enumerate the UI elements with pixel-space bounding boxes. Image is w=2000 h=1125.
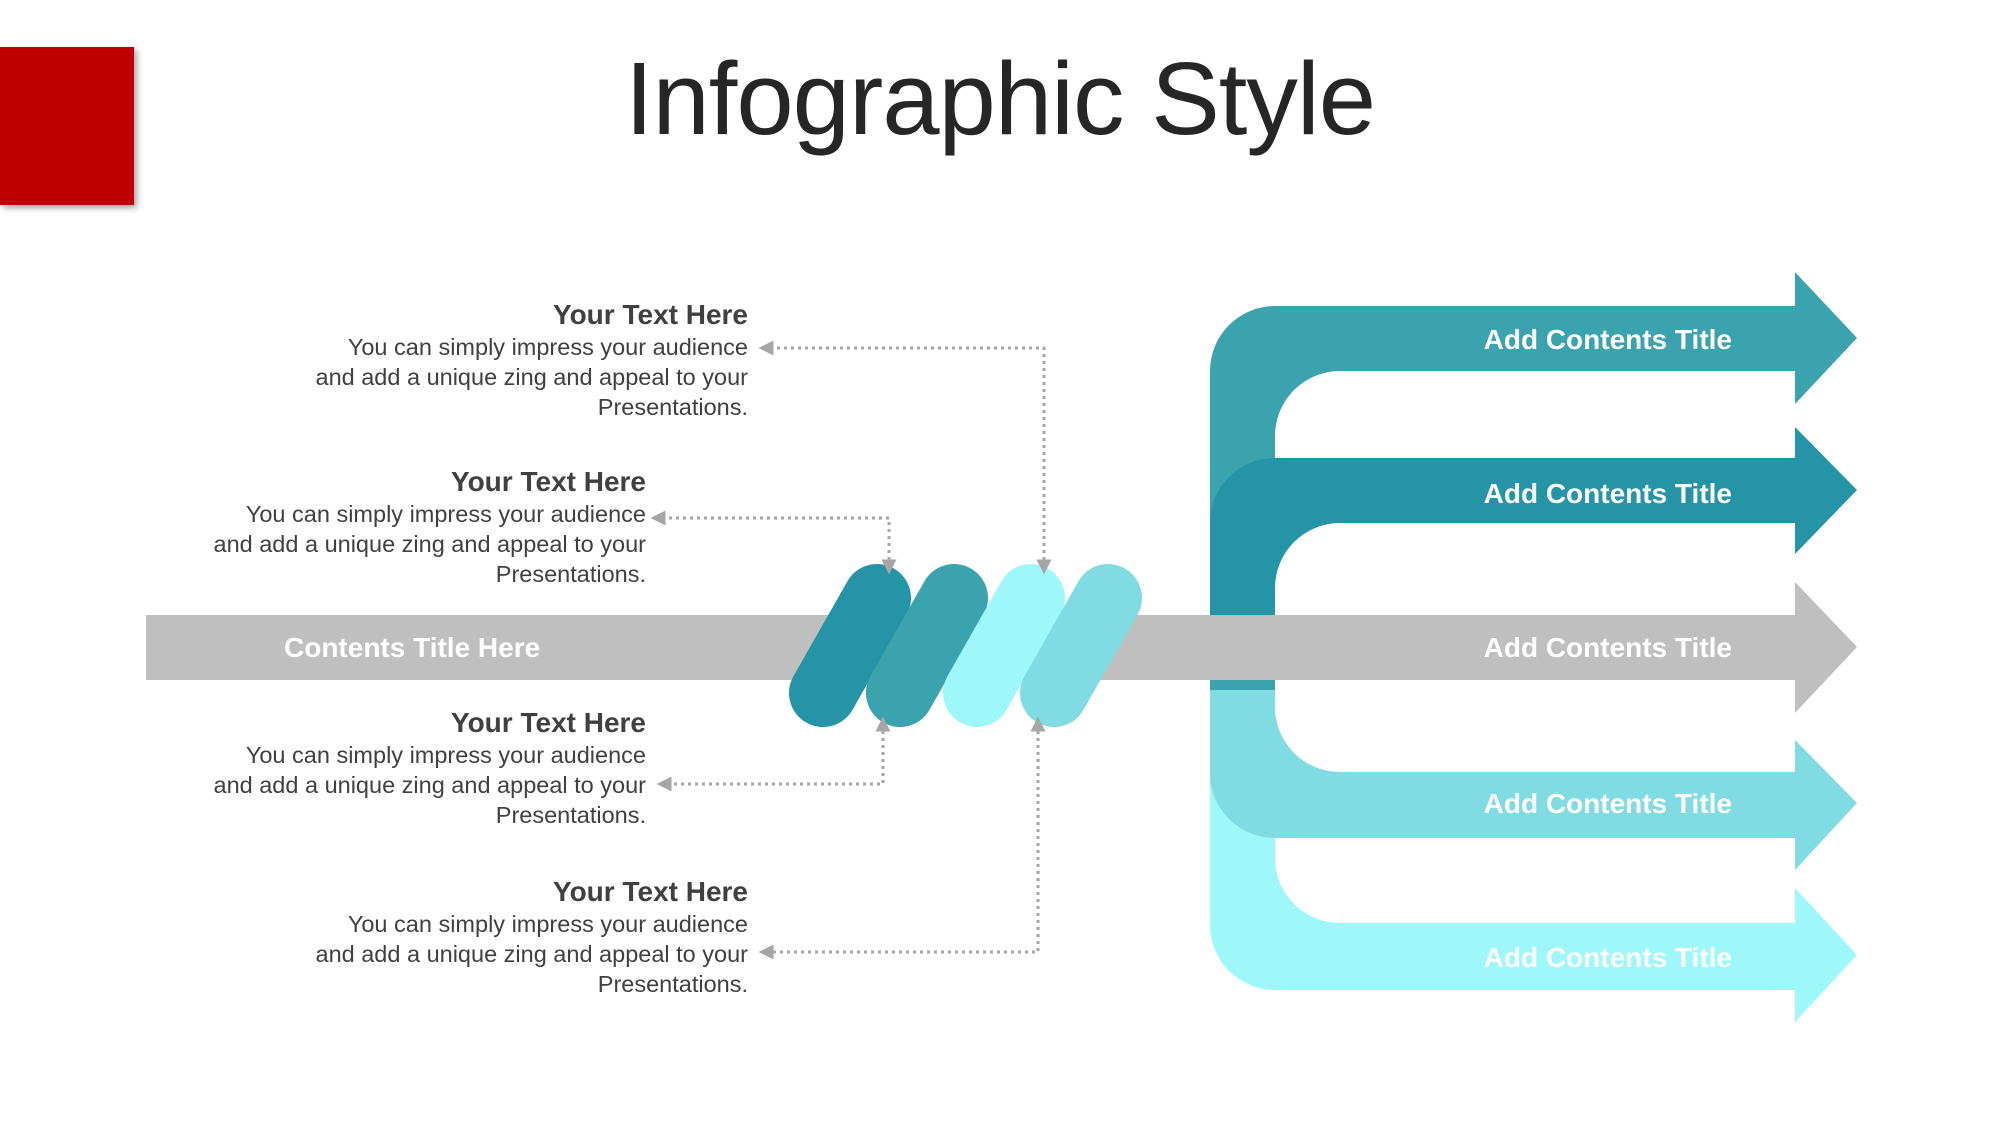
text-block-line: and add a unique zing and appeal to your [315,941,749,967]
text-block-line: Presentations. [597,971,748,997]
arrow-4 [1210,690,1857,870]
arrow-2 [1210,427,1857,615]
arrow-label-2: Add Contents Title [1483,478,1732,509]
text-block-line: Presentations. [495,561,646,587]
text-block-line: Presentations. [597,394,748,420]
arrow-label-5: Add Contents Title [1483,942,1732,973]
text-block-1: Your Text Here You can simply impress yo… [148,298,749,422]
arrow-5 [1210,690,1857,1022]
text-block-line: You can simply impress your audience [347,334,748,360]
arrow-label-4: Add Contents Title [1483,788,1732,819]
connector-2 [650,510,897,575]
pill-4 [1020,564,1142,727]
text-block-4: Your Text Here You can simply impress yo… [148,875,749,999]
pill-2 [866,564,988,727]
text-block-heading: Your Text Here [552,299,748,330]
text-block-line: and add a unique zing and appeal to your [213,772,647,798]
text-block-line: and add a unique zing and appeal to your [315,364,749,390]
text-block-line: You can simply impress your audience [245,501,646,527]
text-block-line: You can simply impress your audience [245,742,646,768]
arrow-label-3: Add Contents Title [1483,632,1732,663]
text-block-heading: Your Text Here [450,466,646,497]
accent-red-block [0,47,134,205]
text-block-line: Presentations. [495,802,646,828]
arrow-label-1: Add Contents Title [1483,324,1732,355]
text-block-3: Your Text Here You can simply impress yo… [46,706,647,830]
pill-3 [943,564,1065,727]
text-block-2: Your Text Here You can simply impress yo… [46,465,647,589]
main-arrow-label: Contents Title Here [284,632,541,663]
text-block-heading: Your Text Here [450,707,646,738]
pill-1 [789,564,911,727]
connector-3 [656,716,891,792]
text-block-line: and add a unique zing and appeal to your [213,531,647,557]
text-block-line: You can simply impress your audience [347,911,748,937]
connector-4 [758,716,1046,960]
connector-1 [758,340,1052,575]
page-title: Infographic Style [624,41,1376,156]
text-block-heading: Your Text Here [552,876,748,907]
